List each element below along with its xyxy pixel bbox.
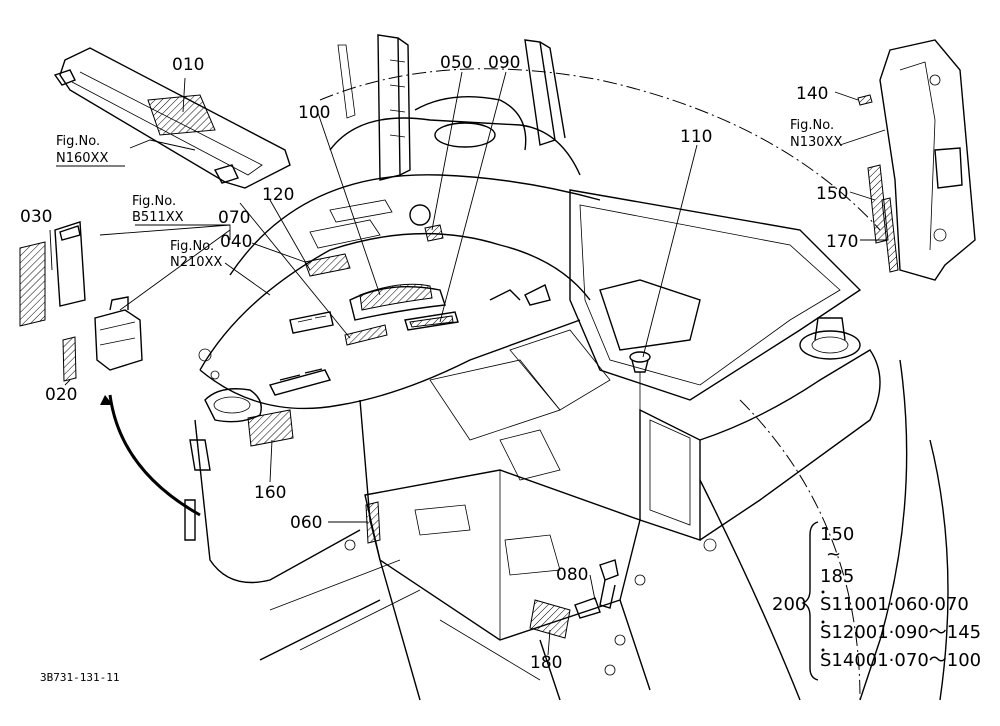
part-label-030: 030 bbox=[20, 207, 52, 227]
figref-1-label: Fig.No. bbox=[56, 134, 100, 149]
part-label-090: 090 bbox=[488, 53, 520, 73]
legend-range-symbol: ~ bbox=[826, 544, 841, 565]
label-030-decal bbox=[19, 241, 46, 327]
cab-body bbox=[194, 68, 949, 701]
serial-legend: 150 ~ 185 200 S11001·060·070 S12001·090～… bbox=[772, 521, 981, 681]
part-label-070: 070 bbox=[218, 208, 250, 228]
part-label-100: 100 bbox=[298, 103, 330, 123]
relay-box-parts bbox=[19, 221, 201, 517]
part-label-010: 010 bbox=[172, 55, 204, 75]
figref-2-label: Fig.No. bbox=[132, 194, 176, 209]
figref-2-code: B511XX bbox=[132, 210, 184, 225]
label-160-decal bbox=[247, 409, 294, 447]
part-label-110: 110 bbox=[680, 127, 712, 147]
figref-4-label: Fig.No. bbox=[790, 118, 834, 133]
part-label-180: 180 bbox=[530, 653, 562, 673]
part-label-050: 050 bbox=[440, 53, 472, 73]
legend-line-2: S12001·090～145 bbox=[820, 622, 981, 643]
label-120-decal bbox=[359, 283, 433, 311]
figure-references: Fig.No. N160XX Fig.No. B511XX Fig.No. N2… bbox=[56, 118, 842, 270]
figref-4-code: N130XX bbox=[790, 135, 842, 150]
label-170-decal bbox=[881, 197, 899, 273]
legend-line-1: S11001·060·070 bbox=[820, 594, 969, 615]
label-070-decal bbox=[344, 324, 388, 346]
figref-1-code: N160XX bbox=[56, 151, 108, 166]
legend-ref: 200 bbox=[772, 594, 806, 615]
legend-line-3: S14001·070～100 bbox=[820, 650, 981, 671]
label-040-decal bbox=[304, 253, 351, 277]
label-180-decal bbox=[529, 599, 571, 639]
part-label-160: 160 bbox=[254, 483, 286, 503]
console-decals bbox=[184, 199, 551, 541]
right-pillar-cover bbox=[857, 39, 976, 281]
label-140-decal bbox=[857, 94, 873, 106]
lower-decals bbox=[365, 501, 619, 639]
part-label-140: 140 bbox=[796, 84, 828, 104]
part-label-060: 060 bbox=[290, 513, 322, 533]
leader-lines bbox=[49, 71, 888, 656]
part-label-150: 150 bbox=[816, 184, 848, 204]
part-label-170: 170 bbox=[826, 232, 858, 252]
label-050-decal bbox=[424, 224, 444, 242]
drawing-code: 3B731-131-11 bbox=[40, 671, 119, 684]
roll-bar-pillars bbox=[337, 34, 566, 181]
part-label-120: 120 bbox=[262, 185, 294, 205]
legend-range-end: 185 bbox=[820, 566, 854, 587]
figref-3-label: Fig.No. bbox=[170, 239, 214, 254]
figref-3-code: N210XX bbox=[170, 255, 222, 270]
part-label-080: 080 bbox=[556, 565, 588, 585]
hand-throttle-knob bbox=[629, 351, 651, 420]
label-010-decal bbox=[147, 94, 216, 136]
legend-range-start: 150 bbox=[820, 524, 854, 545]
label-020-decal bbox=[62, 336, 77, 382]
label-090-decal bbox=[409, 315, 454, 328]
label-060-decal bbox=[365, 501, 381, 544]
part-label-020: 020 bbox=[45, 385, 77, 405]
part-number-labels: 010 030 020 040 070 120 100 050 090 110 … bbox=[20, 53, 858, 673]
sun-visor bbox=[53, 47, 291, 189]
part-label-040: 040 bbox=[220, 232, 252, 252]
